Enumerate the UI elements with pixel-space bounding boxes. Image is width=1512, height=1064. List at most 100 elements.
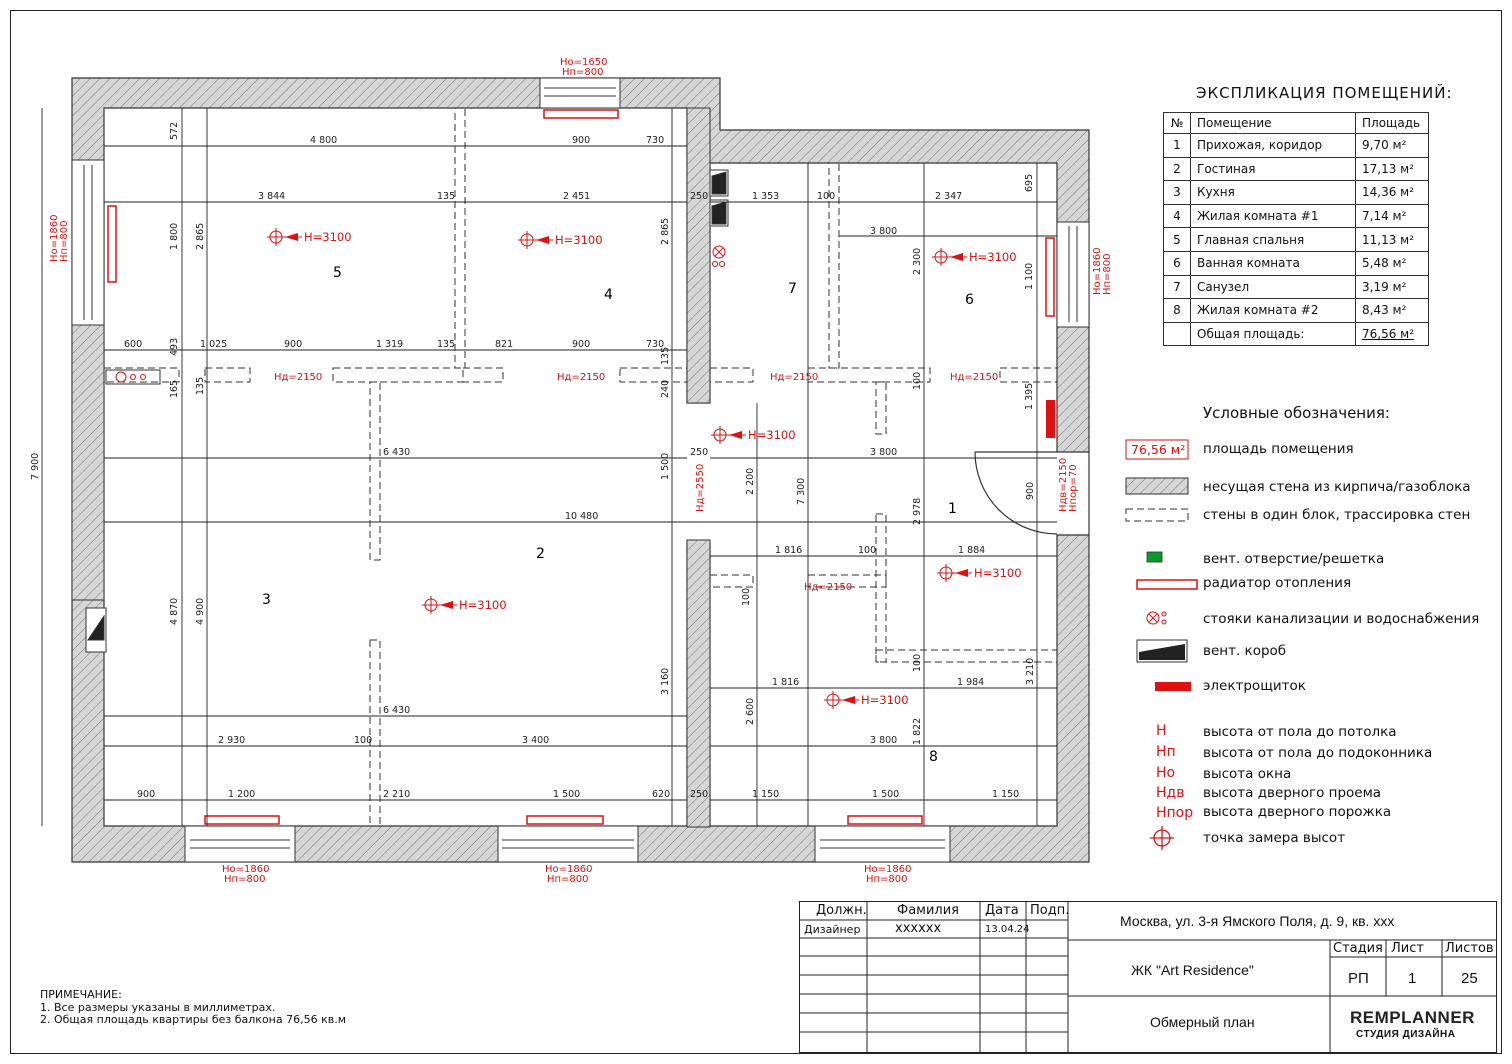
notes-title: ПРИМЕЧАНИЕ: [40, 988, 122, 1001]
legend-sym-hdv: Hдв [1156, 785, 1185, 801]
legend-symbols [1125, 439, 1198, 850]
legend-vent-swatch [1146, 551, 1163, 563]
dim-2865b: 2 865 [660, 218, 671, 245]
dim-6430b: 6 430 [383, 705, 410, 716]
dim-1150b: 1 150 [992, 789, 1019, 800]
legend-sym-h: H [1156, 723, 1167, 739]
height-point: H=3100 [824, 691, 909, 709]
dim-250c: 250 [690, 789, 708, 800]
room-num: 1 [1163, 133, 1191, 158]
legend-vent-box: вент. короб [1203, 643, 1287, 659]
legend-area-box [1125, 439, 1189, 460]
radiators [107, 109, 1055, 825]
notes-line-1: 1. Все размеры указаны в миллиметрах. [40, 1000, 276, 1014]
stamp-stage: РП [1348, 970, 1369, 987]
room-area: 5,48 м² [1355, 250, 1429, 276]
window-b3-ho: Hо=1860 [864, 864, 911, 875]
legend-partition: стены в один блок, трассировка стен [1203, 507, 1471, 523]
window-bottom-3 [814, 825, 951, 863]
dim-1884: 1 884 [958, 545, 985, 556]
dim-2978: 2 978 [912, 498, 923, 525]
dim-240: 240 [660, 380, 671, 398]
window-left [71, 159, 105, 326]
dim-165: 165 [169, 380, 180, 398]
window-b1-hp: Hп=800 [224, 874, 266, 885]
total-area: 76,56 м² [1355, 321, 1429, 347]
dim-900b: 900 [284, 339, 302, 350]
legend-sym-hpor: Hпор [1156, 805, 1194, 821]
col-num: № [1163, 112, 1191, 134]
dim-overall: 7 900 [30, 453, 41, 480]
dim-4800: 4 800 [310, 135, 337, 146]
dim-493: 493 [169, 338, 180, 356]
dim-1500b: 1 500 [872, 789, 899, 800]
door-height-6: Hд=2150 [804, 582, 852, 593]
room-name: Кухня [1190, 180, 1356, 205]
room-number-4: 4 [604, 287, 613, 303]
legend-title: Условные обозначения: [1203, 404, 1390, 422]
room-num: 4 [1163, 203, 1191, 229]
room-num: 3 [1163, 180, 1191, 205]
door-height-entrance: Hдв=2150 [1058, 458, 1069, 512]
room-name: Санузел [1190, 274, 1356, 300]
stamp-sheet-title: Обмерный план [1150, 1014, 1255, 1030]
legend-panel-swatch [1155, 682, 1191, 691]
dim-135d: 135 [195, 377, 206, 395]
room-num: 8 [1163, 298, 1191, 323]
legend-hdv: высота дверного проема [1203, 785, 1382, 801]
window-b1-ho: Hо=1860 [222, 864, 269, 875]
height-label: H=3100 [304, 230, 352, 244]
notes: ПРИМЕЧАНИЕ: 1. Все размеры указаны в мил… [40, 988, 347, 1027]
dim-1200: 1 200 [228, 789, 255, 800]
window-b3-hp: Hп=800 [866, 874, 908, 885]
dim-1822: 1 822 [912, 718, 923, 745]
room-number-1: 1 [948, 501, 957, 517]
legend-hp: высота от пола до подоконника [1203, 745, 1433, 761]
legend-point-icon [1150, 826, 1174, 850]
legend-panel: электрощиток [1203, 678, 1306, 694]
dim-3800b: 3 800 [870, 447, 897, 458]
door-threshold-entrance: Hпор=70 [1068, 464, 1079, 512]
door-height-3: Hд=2150 [770, 372, 818, 383]
window-right [1056, 221, 1090, 328]
window-bottom-1 [184, 825, 296, 863]
dim-100b: 100 [912, 372, 923, 390]
room-num: 7 [1163, 274, 1191, 300]
col-room: Помещение [1190, 112, 1356, 134]
legend-partition-swatch [1125, 508, 1189, 522]
dim-1319: 1 319 [376, 339, 403, 350]
dim-250b: 250 [690, 447, 708, 458]
dim-3400: 3 400 [522, 735, 549, 746]
room-number-6: 6 [965, 292, 974, 308]
dim-620: 620 [652, 789, 670, 800]
window-top [539, 77, 621, 109]
dim-100a: 100 [817, 191, 835, 202]
dim-1500a: 1 500 [553, 789, 580, 800]
room-num: 2 [1163, 156, 1191, 182]
dim-3210: 3 210 [1025, 658, 1036, 685]
drawing-frame [10, 10, 1502, 1054]
dim-2451: 2 451 [563, 191, 590, 202]
height-point: H=3100 [932, 248, 1017, 266]
room-number-2: 2 [536, 546, 545, 562]
room-number-7: 7 [788, 281, 797, 297]
dim-600: 600 [124, 339, 142, 350]
legend-riser-icon [1146, 611, 1167, 625]
central-wall-bottom [686, 539, 711, 828]
legend-area-sample: 76,56 м² [1131, 442, 1186, 457]
legend-wall-swatch [1125, 477, 1189, 495]
dimension-lines [41, 108, 1057, 826]
room-name: Прихожая, коридор [1190, 133, 1356, 158]
dim-135b: 135 [437, 339, 455, 350]
room-area: 11,13 м² [1355, 227, 1429, 252]
door-height-5: Hд=2550 [695, 464, 706, 512]
dim-900c: 900 [572, 339, 590, 350]
notes-line-2: 2. Общая площадь квартиры без балкона 76… [40, 1013, 347, 1026]
dim-730b: 730 [646, 339, 664, 350]
dim-135a: 135 [437, 191, 455, 202]
room-number-3: 3 [262, 592, 271, 608]
dim-900-top: 900 [572, 135, 590, 146]
studio-logo-sub: СТУДИЯ ДИЗАЙНА [1356, 1029, 1456, 1040]
